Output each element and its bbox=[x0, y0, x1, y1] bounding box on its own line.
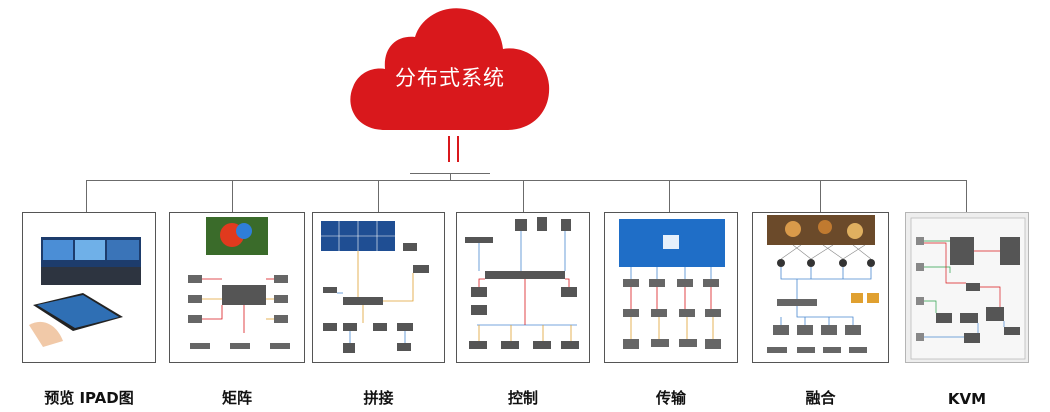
control-room-ipad-image bbox=[29, 237, 141, 347]
root-node-label: 分布式系统 bbox=[395, 66, 505, 90]
transmission-label: 传输 bbox=[655, 389, 686, 407]
preview-label: 预览 IPAD图 bbox=[44, 389, 134, 407]
trunk-line bbox=[450, 173, 451, 181]
splice-diagram-image bbox=[321, 221, 429, 353]
control-panel bbox=[456, 212, 590, 363]
fusion-panel bbox=[752, 212, 889, 363]
splice-panel bbox=[312, 212, 445, 363]
kvm-panel bbox=[905, 212, 1029, 363]
root-connector bbox=[448, 136, 462, 162]
branch-drop-2 bbox=[232, 180, 233, 212]
kvm-label: KVM bbox=[947, 390, 987, 408]
branch-drop-1 bbox=[86, 180, 87, 212]
matrix-label: 矩阵 bbox=[221, 389, 252, 407]
fusion-diagram-image bbox=[767, 215, 879, 353]
kvm-diagram-image bbox=[910, 217, 1026, 360]
branch-drop-4 bbox=[523, 180, 524, 212]
matrix-diagram-image bbox=[188, 217, 290, 349]
branch-bus-line bbox=[86, 180, 966, 181]
fusion-label: 融合 bbox=[805, 389, 836, 407]
matrix-panel bbox=[169, 212, 305, 363]
branch-drop-6 bbox=[820, 180, 821, 212]
splice-label: 拼接 bbox=[363, 389, 394, 407]
branch-drop-3 bbox=[378, 180, 379, 212]
branch-drop-7 bbox=[966, 180, 967, 212]
preview-panel bbox=[22, 212, 156, 363]
control-label: 控制 bbox=[507, 389, 538, 407]
cloud-shape bbox=[350, 8, 550, 130]
transmission-diagram-image bbox=[619, 219, 725, 349]
control-diagram-image bbox=[465, 217, 579, 349]
branch-drop-5 bbox=[669, 180, 670, 212]
transmission-panel bbox=[604, 212, 738, 363]
